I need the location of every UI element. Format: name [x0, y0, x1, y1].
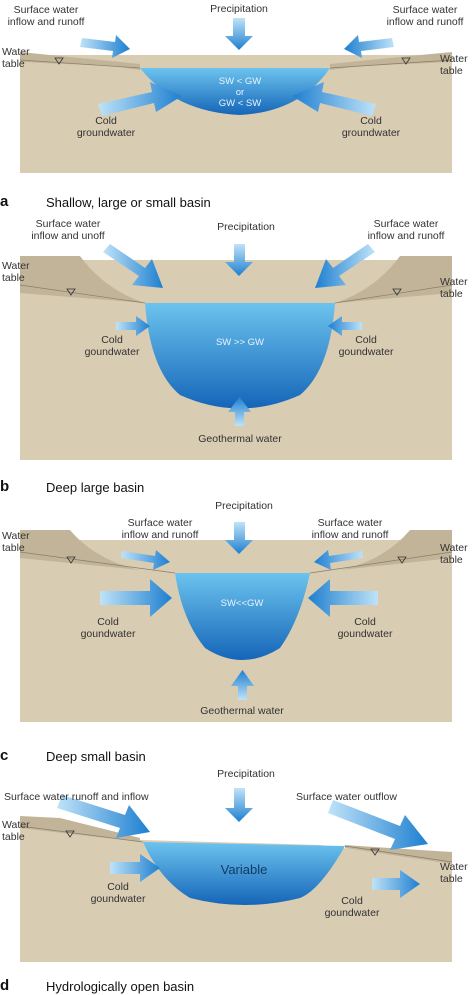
lake-water — [140, 68, 330, 115]
groundwater-arrow-right — [292, 82, 376, 116]
inflow-label-left: Surface water runoff and inflow — [4, 791, 149, 803]
panel-title: Deep large basin — [46, 480, 144, 495]
water-table-marker-right — [397, 556, 407, 564]
geothermal-arrow — [228, 397, 251, 426]
panel-letter: c — [0, 747, 8, 764]
precipitation-label: Precipitation — [215, 500, 273, 512]
inflow-arrow-right — [315, 244, 375, 288]
groundwater-arrow-right — [372, 870, 420, 898]
water-table-marker-left — [66, 288, 76, 296]
inflow-arrow-left — [121, 550, 170, 570]
precipitation-label: Precipitation — [210, 3, 268, 15]
lake-relation-label: SW >> GW — [216, 337, 264, 348]
groundwater-arrow-right — [328, 316, 362, 336]
lake-water — [145, 303, 335, 409]
water-table-line-right — [334, 284, 453, 304]
water-table-marker-left — [54, 57, 64, 65]
panel-title: Shallow, large or small basin — [46, 195, 211, 210]
inflow-arrow-right — [314, 550, 363, 570]
water-table-marker-left — [65, 830, 75, 838]
panel-letter: a — [0, 193, 9, 210]
lake-relation-label: Variable — [221, 862, 268, 877]
panel-title: Hydrologically open basin — [46, 979, 194, 994]
lake-water — [175, 573, 310, 660]
left-bank — [20, 256, 145, 303]
panel-title: Deep small basin — [46, 749, 146, 764]
inflow-arrow-left — [57, 795, 150, 838]
precipitation-label: Precipitation — [217, 768, 275, 780]
right-bank — [340, 530, 452, 570]
groundwater-arrow-right — [308, 579, 378, 617]
inflow-arrow-left — [80, 35, 130, 58]
water-table-line-left — [19, 825, 144, 843]
water-table-marker-right — [392, 288, 402, 296]
precipitation-label: Precipitation — [217, 221, 275, 233]
water-table-marker-right — [401, 57, 411, 65]
left-bank — [20, 530, 140, 570]
panel-d: Precipitation Surface water runoff and i… — [0, 768, 468, 994]
lake-water — [143, 842, 345, 905]
right-bank — [330, 52, 452, 70]
groundwater-arrow-left — [100, 579, 172, 617]
inflow-arrow-right — [344, 35, 394, 58]
groundwater-arrow-left — [110, 854, 160, 882]
left-bank — [20, 816, 140, 842]
groundwater-arrow-left — [116, 316, 150, 336]
precipitation-arrow — [225, 244, 253, 276]
inflow-arrow-left — [103, 244, 163, 288]
precipitation-arrow — [225, 522, 253, 554]
groundwater-arrow-left — [98, 82, 182, 116]
precipitation-arrow — [225, 18, 253, 50]
outflow-arrow-right — [328, 800, 428, 850]
water-table-line-right — [309, 551, 453, 574]
outflow-label-right: Surface water outflow — [296, 791, 397, 803]
water-table-line-right — [329, 59, 453, 69]
water-table-line-left — [19, 284, 146, 304]
water-table-line-left — [19, 551, 176, 574]
precipitation-arrow — [225, 788, 253, 822]
water-table-marker-right — [370, 848, 380, 856]
geothermal-label: Geothermal water — [200, 705, 284, 717]
right-bank — [335, 256, 452, 303]
panel-letter: b — [0, 478, 9, 495]
water-table-line-right — [344, 845, 453, 863]
geothermal-arrow — [231, 670, 254, 700]
panel-letter: d — [0, 977, 9, 994]
left-bank — [20, 52, 140, 70]
water-table-marker-left — [66, 556, 76, 564]
geothermal-label: Geothermal water — [198, 433, 282, 445]
lake-relation-label: SW<<GW — [221, 598, 264, 609]
water-table-line-left — [19, 59, 141, 69]
